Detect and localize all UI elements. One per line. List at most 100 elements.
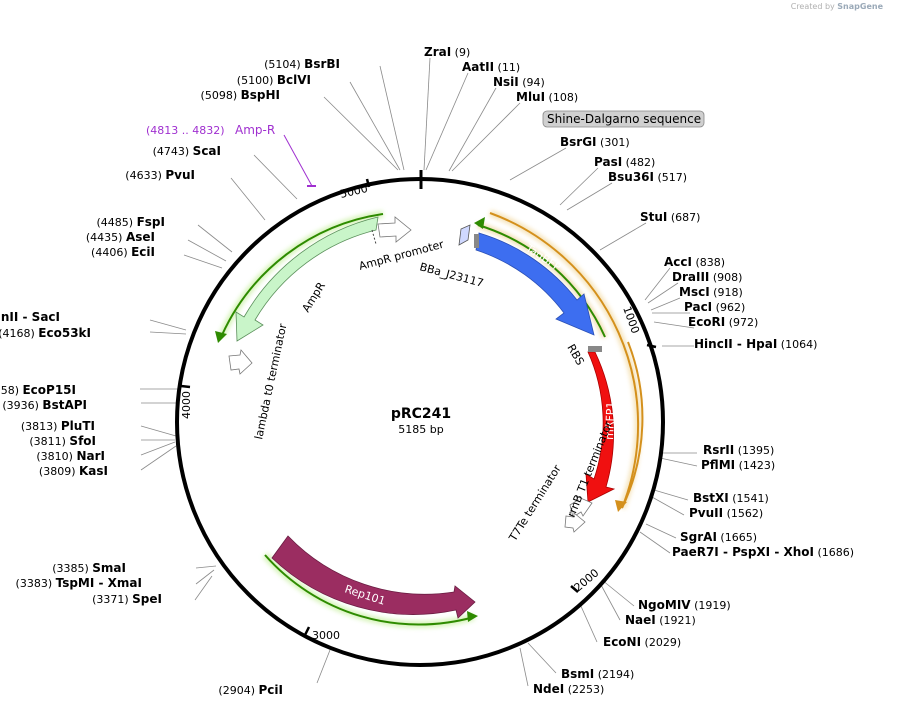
site-leader-econi: [579, 603, 598, 643]
site-label-econi: EcoNI (2029): [603, 635, 681, 649]
restriction-site-labels: ZraI (9)AatII (11)NsiI (94)MluI (108) Bsr…: [0, 45, 854, 697]
site-leader-sgrai: [645, 523, 677, 539]
site-label-ecop15i: (3958) EcoP15I: [0, 383, 76, 397]
ampr-label: AmpR: [300, 280, 329, 315]
site-label-nsii: NsiI (94): [493, 75, 545, 89]
site-label-sgrai: SgrAI (1665): [680, 530, 757, 544]
site-label-pvui: (4633) PvuI: [125, 168, 195, 182]
site-label-ecori: EcoRI (972): [688, 315, 758, 329]
site-label-ngomiv: NgoMIV (1919): [638, 598, 731, 612]
site-leader-zrai: [423, 57, 431, 171]
site-label-asei: (4435) AseI: [86, 230, 155, 244]
site-label-bsu36i: Bsu36I (517): [608, 170, 687, 184]
rep101-arrow: [271, 535, 476, 619]
site-label-bsrbi: (5104) BsrBI: [264, 57, 340, 71]
site-leaders: [140, 57, 698, 687]
snapgene-credit: Created by SnapGene: [790, 2, 883, 11]
tick-marks: [180, 178, 657, 636]
site-label-banii: (4170) BanII - SacI: [0, 310, 60, 324]
site-label-pcii: (2904) PciI: [218, 683, 283, 697]
ampr-promoter-arrow: [377, 216, 412, 243]
site-leader-bstxi: [653, 489, 689, 501]
site-label-acci: AccI (838): [664, 255, 725, 269]
site-label-tspmi: (3383) TspMI - XmaI: [16, 576, 142, 590]
snapgene-logo: SnapGene: [837, 2, 883, 11]
site-leader-asei: [187, 239, 227, 262]
site-leader-scai: [253, 154, 298, 200]
site-label-eco53ki: (4168) Eco53kI: [0, 326, 91, 340]
site-leader-ngomiv: [601, 579, 635, 607]
site-label-spei: (3371) SpeI: [92, 592, 162, 606]
site-label-aatii: AatII (11): [462, 60, 520, 74]
lambda-terminator-label: lambda t0 terminator: [252, 322, 289, 441]
site-leader-ecii: [183, 254, 223, 269]
site-leader-msci: [650, 297, 681, 311]
site-leader-pcii: [316, 649, 331, 684]
site-label-smai: (3385) SmaI: [52, 561, 126, 575]
site-label-sfoi: (3811) SfoI: [29, 434, 96, 448]
primer-range: (4813 .. 4832): [146, 124, 225, 137]
site-leader-bsmi: [527, 642, 557, 674]
site-leader-ecori: [653, 321, 695, 329]
rbs-label: RBS: [564, 342, 586, 368]
site-label-bstapi: (3936) BstAPI: [2, 398, 87, 412]
site-leader-naei: [599, 582, 621, 621]
orf-arrows: [215, 209, 644, 629]
site-leader-aatii: [425, 72, 469, 171]
site-leader-spei: [194, 575, 213, 601]
site-label-ecii: (4406) EciI: [91, 245, 155, 259]
shine-dalgarno-label: Shine-Dalgarno sequence: [547, 112, 701, 126]
site-label-pluti: (3813) PluTI: [21, 419, 95, 433]
site-label-pvuii: PvuII (1562): [689, 506, 763, 520]
site-leader-mlui: [451, 102, 521, 172]
site-leader-kasi: [140, 445, 177, 471]
site-label-pflmi: PflMI (1423): [701, 458, 775, 472]
bba-promoter-icon: [458, 224, 471, 246]
site-leader-bclvi: [349, 81, 401, 171]
site-leader-nari: [140, 441, 176, 456]
site-leader-pvuii: [651, 496, 685, 516]
site-leader-bsu36i: [566, 182, 613, 211]
site-label-draiii: DraIII (908): [672, 270, 742, 284]
site-label-pasi: PasI (482): [594, 155, 655, 169]
lambda-terminator-icon: [228, 349, 253, 375]
site-label-nari: (3810) NarI: [36, 449, 105, 463]
site-leader-pluti: [140, 425, 177, 437]
bba-promoter-box: [474, 234, 479, 248]
primer-line: [283, 134, 313, 187]
tick-label-1000: 1000: [620, 305, 642, 336]
site-leader-ndei: [519, 647, 529, 687]
site-leader-bsrbi: [379, 65, 405, 171]
site-label-scai: (4743) ScaI: [153, 144, 221, 158]
site-leader-tspmi: [195, 569, 215, 585]
site-leader-nsii: [448, 87, 497, 172]
site-label-stui: StuI (687): [640, 210, 700, 224]
site-label-ndei: NdeI (2253): [533, 682, 604, 696]
site-label-mlui: MluI (108): [516, 90, 578, 104]
shine-dalgarno-box: [542, 110, 705, 128]
site-leader-draiii: [647, 282, 679, 304]
primer-name: Amp-R: [235, 123, 275, 137]
site-label-kasi: (3809) KasI: [39, 464, 108, 478]
site-leader-pasi: [559, 167, 599, 206]
site-leader-bsrgi: [509, 147, 567, 181]
site-leader-banii: [149, 319, 187, 331]
site-label-paci: PacI (962): [684, 300, 745, 314]
site-label-fspi: (4485) FspI: [97, 215, 165, 229]
site-label-bstxi: BstXI (1541): [693, 491, 769, 505]
plasmid-name: pRC241: [391, 406, 451, 422]
ampr-arrow: [235, 216, 379, 342]
site-leader-paer7i: [639, 531, 671, 554]
t7te-terminator-label: T7Te terminator: [506, 462, 564, 544]
t7te-terminator-icon: [564, 512, 586, 533]
site-label-bsrgi: BsrGI (301): [560, 135, 630, 149]
site-label-bsphi: (5098) BspHI: [201, 88, 280, 102]
site-leader-smai: [195, 565, 217, 569]
site-label-paer7i: PaeR7I - PspXI - XhoI (1686): [672, 545, 854, 559]
site-leader-acci: [644, 267, 671, 301]
tick-label-4000: 4000: [180, 391, 193, 419]
site-label-zrai: ZraI (9): [424, 45, 470, 59]
tick-label-3000: 3000: [312, 629, 340, 642]
site-label-bclvi: (5100) BclVI: [237, 73, 311, 87]
